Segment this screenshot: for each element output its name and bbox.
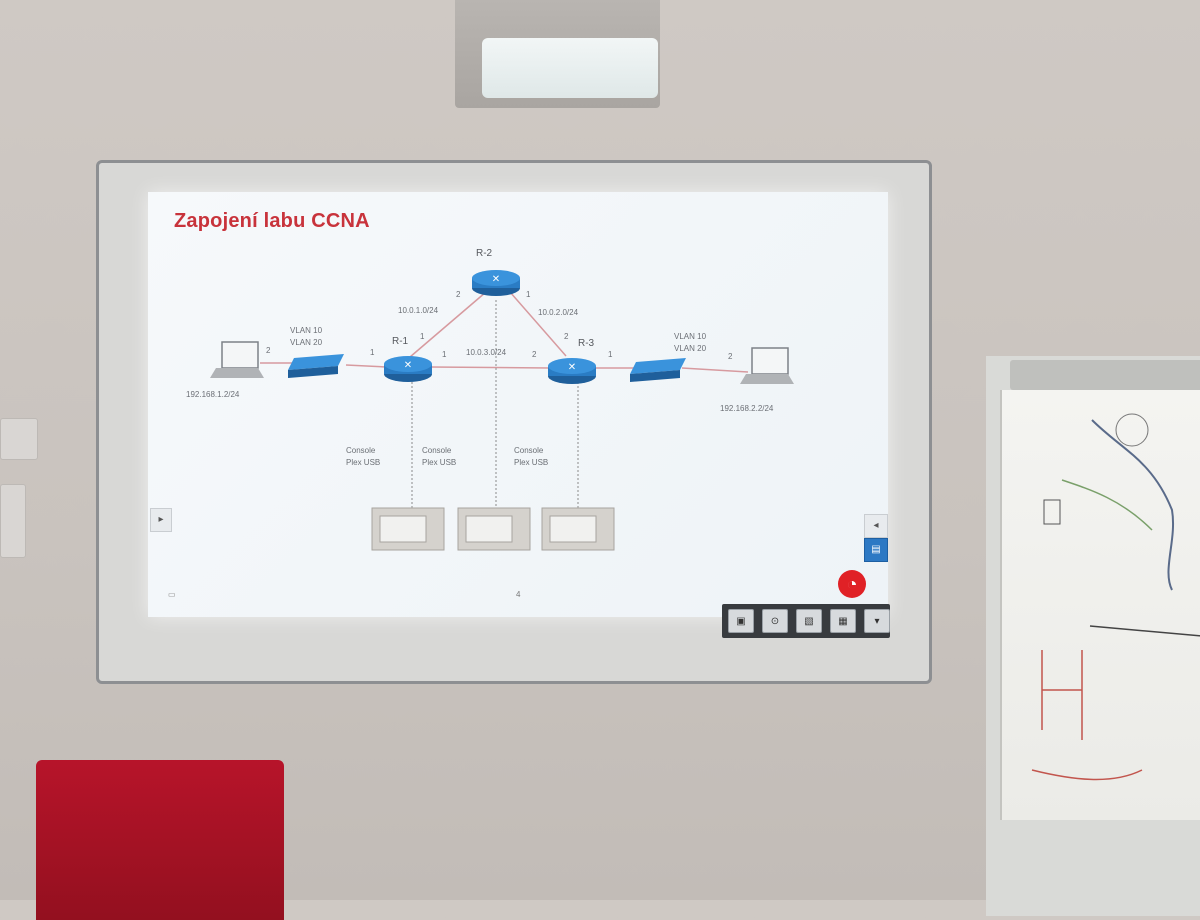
svg-text:✕: ✕ [568, 362, 576, 373]
toolbar-screen-button[interactable]: ▣ [728, 609, 754, 633]
red-chair [36, 760, 284, 920]
port-label: 1 [526, 290, 531, 299]
link-r1-r3 [429, 366, 551, 369]
left-vlan-b-label: VLAN 20 [290, 338, 323, 347]
right-host-ip: 192.168.2.2/24 [720, 404, 774, 413]
console-label-3: Console [514, 446, 544, 455]
port-label: 2 [266, 346, 271, 355]
flipchart-sketch [1031, 413, 1200, 781]
svg-text:✕: ✕ [404, 360, 412, 371]
vodafone-logo: ◔ [838, 570, 866, 598]
port-label: 1 [370, 348, 375, 357]
right-vlan-a-label: VLAN 10 [674, 332, 707, 341]
slide-title: Zapojení labu CCNA [174, 210, 370, 232]
toolbar-capture-button[interactable]: ⊙ [762, 609, 788, 633]
console-label-2: Console [422, 446, 452, 455]
router-r2-icon: ✕ [472, 270, 520, 296]
wall-switch [0, 418, 38, 460]
board-right-tab-tools[interactable]: ▤ [864, 538, 888, 562]
board-left-tab[interactable]: ▸ [150, 508, 172, 532]
laptop-left-icon [210, 341, 264, 378]
left-host-ip: 192.168.1.2/24 [186, 390, 240, 399]
port-label: 2 [456, 290, 461, 299]
slide-page-number: 4 [516, 590, 521, 599]
router-r1-icon: ✕ [384, 356, 432, 382]
port-label: 1 [442, 350, 447, 359]
svg-text:✕: ✕ [492, 274, 500, 285]
switch-right-icon [630, 358, 686, 382]
left-vlan-a-label: VLAN 10 [290, 326, 323, 335]
laptop-right-icon [740, 347, 794, 384]
router-r3-label: R-3 [578, 338, 595, 349]
port-label: 2 [728, 352, 733, 361]
router-r1-label: R-1 [392, 336, 409, 347]
flipchart-paper [1000, 390, 1200, 820]
toolbar-more-button[interactable]: ▾ [864, 609, 890, 633]
port-label: 1 [608, 350, 613, 359]
slide-page-icon: ▭ [168, 590, 176, 599]
link-switch-right-laptop [681, 367, 749, 373]
projected-slide: Zapojení labu CCNA ✕ ✕ [148, 192, 888, 617]
port-label: 2 [532, 350, 537, 359]
projector-front-panel [482, 38, 658, 98]
plex-usb-label-1: Plex USB [346, 458, 381, 467]
board-right-tab-sound[interactable]: ◂ [864, 514, 888, 538]
board-toolbar: ▣ ⊙ ▧ ▦ ▾ [722, 604, 890, 638]
subnet-r1-r2-label: 10.0.1.0/24 [398, 306, 439, 315]
network-diagram: ✕ ✕ ✕ [210, 270, 794, 551]
console-server-1-icon [371, 507, 445, 551]
switch-left-icon [288, 354, 344, 378]
wall-outlet [0, 484, 26, 558]
toolbar-image-button[interactable]: ▧ [796, 609, 822, 633]
router-r3-icon: ✕ [548, 358, 596, 384]
link-switch-left-r1 [345, 364, 387, 368]
console-server-2-icon [457, 507, 531, 551]
right-vlan-b-label: VLAN 20 [674, 344, 707, 353]
toolbar-keyboard-button[interactable]: ▦ [830, 609, 856, 633]
plex-usb-label-3: Plex USB [514, 458, 549, 467]
router-r2-label: R-2 [476, 248, 493, 259]
link-r2-r3 [509, 291, 567, 357]
plex-usb-label-2: Plex USB [422, 458, 457, 467]
flipchart-header [1010, 360, 1200, 390]
console-label-1: Console [346, 446, 376, 455]
link-r1-r2 [409, 291, 487, 358]
subnet-r1-r3-label: 10.0.3.0/24 [466, 348, 507, 357]
console-server-3-icon [541, 507, 615, 551]
subnet-r2-r3-label: 10.0.2.0/24 [538, 308, 579, 317]
port-label: 1 [420, 332, 425, 341]
port-label: 2 [564, 332, 569, 341]
